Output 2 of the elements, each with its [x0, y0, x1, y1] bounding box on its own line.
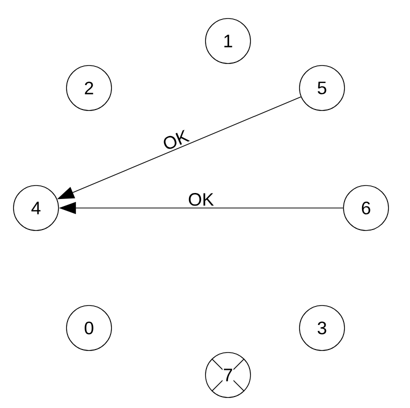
- edge-label: OK: [164, 130, 190, 149]
- edge-label: OK: [188, 193, 214, 206]
